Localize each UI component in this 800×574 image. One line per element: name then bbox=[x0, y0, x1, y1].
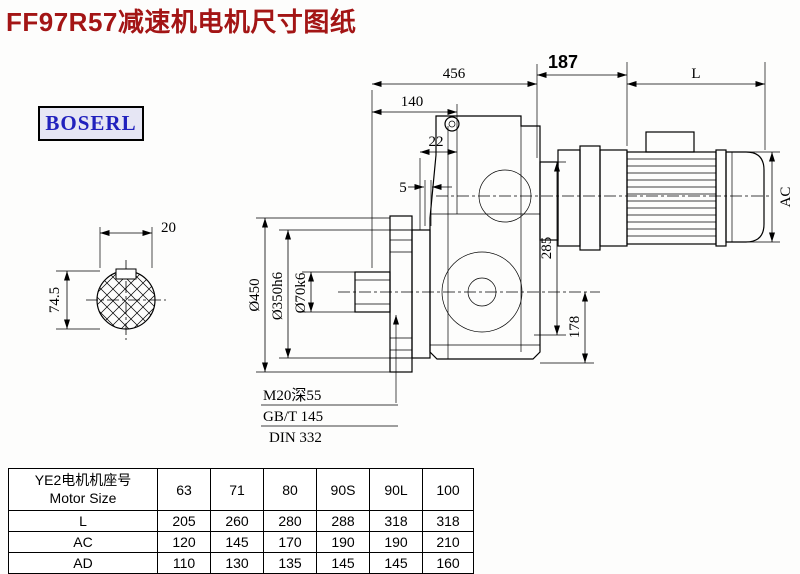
thread-note: M20深55 GB/T 145 DIN 332 bbox=[261, 315, 399, 446]
brand-logo: BOSERL bbox=[38, 106, 144, 141]
table-cell: 260 bbox=[210, 510, 264, 532]
size-col: 90L bbox=[369, 468, 423, 511]
table-cell: 288 bbox=[316, 510, 370, 532]
table-cell: 145 bbox=[210, 531, 264, 553]
dia-350h6: Ø350h6 bbox=[270, 271, 286, 320]
table-cell: 205 bbox=[157, 510, 211, 532]
brand-text: BOSERL bbox=[45, 111, 137, 135]
table-row-AD: AD 110 130 135 145 145 160 bbox=[8, 552, 474, 574]
note-m20: M20深55 bbox=[263, 387, 321, 404]
table-header-cell: YE2电机机座号 Motor Size bbox=[8, 468, 158, 511]
dim-285: 285 bbox=[539, 237, 555, 260]
adapter bbox=[539, 161, 559, 241]
table-cell: 170 bbox=[263, 531, 317, 553]
table-cell: 190 bbox=[369, 531, 423, 553]
table-header-cn: YE2电机机座号 bbox=[34, 472, 132, 488]
keyway bbox=[115, 268, 137, 280]
table-cell: 130 bbox=[210, 552, 264, 574]
housing-outline bbox=[429, 115, 541, 360]
flange-hub bbox=[411, 229, 431, 359]
table-cell: 160 bbox=[422, 552, 474, 574]
row-label: AD bbox=[8, 552, 158, 574]
table-header-en: Motor Size bbox=[49, 489, 117, 506]
dim-22: 22 bbox=[429, 134, 444, 150]
dia-450: Ø450 bbox=[247, 278, 263, 311]
dim-74-5: 74.5 bbox=[47, 287, 63, 313]
dim-5: 5 bbox=[399, 180, 407, 196]
terminal-box bbox=[645, 131, 695, 153]
flange-plate bbox=[389, 215, 413, 373]
table-cell: 135 bbox=[263, 552, 317, 574]
section-hatch bbox=[97, 271, 155, 329]
dim-L: L bbox=[691, 66, 700, 82]
dim-140: 140 bbox=[401, 94, 424, 110]
dim-187: 187 bbox=[548, 52, 578, 72]
table-header-row: YE2电机机座号 Motor Size 63 71 80 90S 90L 100 bbox=[8, 468, 474, 511]
table-cell: 110 bbox=[157, 552, 211, 574]
table-cell: 280 bbox=[263, 510, 317, 532]
dim-AC: AC bbox=[778, 187, 794, 208]
shaft-end-view: 20 74.5 bbox=[47, 220, 176, 340]
size-col: 90S bbox=[316, 468, 370, 511]
table-cell: 120 bbox=[157, 531, 211, 553]
motor-view bbox=[539, 131, 765, 251]
table-row-L: L 205 260 280 288 318 318 bbox=[8, 510, 474, 532]
size-col: 63 bbox=[157, 468, 211, 511]
page-title: FF97R57减速机电机尺寸图纸 bbox=[6, 7, 357, 37]
row-label: L bbox=[8, 510, 158, 532]
cooling-fins bbox=[627, 158, 716, 237]
eyebolt bbox=[444, 116, 460, 132]
dim-178: 178 bbox=[567, 316, 583, 339]
table-row-AC: AC 120 145 170 190 190 210 bbox=[8, 531, 474, 553]
technical-drawing: 20 74.5 bbox=[47, 52, 794, 446]
dimension-annotations: 456 187 L 140 22 5 AC 285 bbox=[247, 52, 794, 373]
table-cell: 145 bbox=[316, 552, 370, 574]
table-cell: 190 bbox=[316, 531, 370, 553]
table-cell: 145 bbox=[369, 552, 423, 574]
motor-size-table: YE2电机机座号 Motor Size 63 71 80 90S 90L 100… bbox=[8, 468, 474, 574]
table-cell: 318 bbox=[369, 510, 423, 532]
size-col: 80 bbox=[263, 468, 317, 511]
gear-outline bbox=[441, 251, 523, 333]
note-gbt145: GB/T 145 bbox=[263, 409, 323, 425]
size-col: 71 bbox=[210, 468, 264, 511]
size-col: 100 bbox=[422, 468, 474, 511]
pinion-outline bbox=[478, 169, 532, 223]
row-label: AC bbox=[8, 531, 158, 553]
output-hub bbox=[354, 271, 391, 313]
note-din332: DIN 332 bbox=[269, 430, 322, 446]
dim-20: 20 bbox=[161, 220, 176, 236]
dia-70k6: Ø70k6 bbox=[293, 272, 309, 313]
motor-flange bbox=[579, 145, 601, 251]
dim-456: 456 bbox=[443, 66, 466, 82]
table-cell: 210 bbox=[422, 531, 474, 553]
table-cell: 318 bbox=[422, 510, 474, 532]
